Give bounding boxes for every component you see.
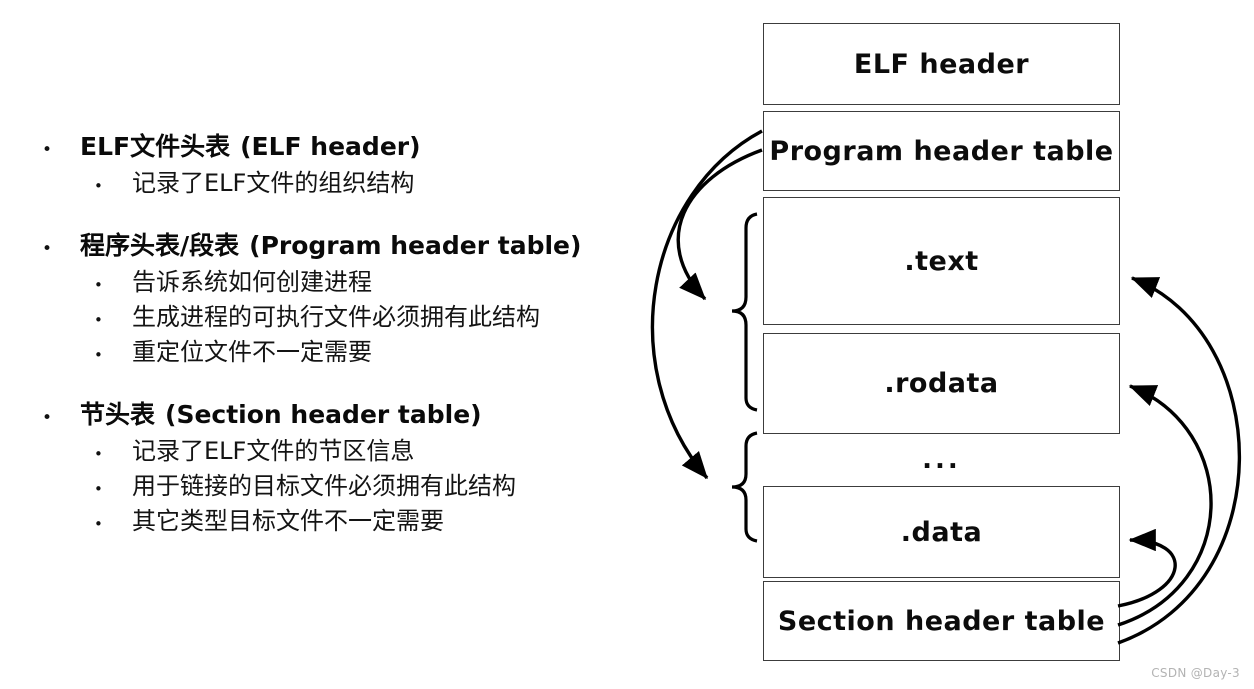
brace-dots-data [731,431,758,543]
bullet-icon: • [94,346,103,364]
bullet-sub-item: • 记录了ELF文件的节区信息 [94,435,682,470]
bullet-icon: • [42,408,53,428]
bullet-title-en: (Program header table) [249,231,582,260]
arrow-section-header-to-data [1117,528,1177,608]
bullet-sub-text: 其它类型目标文件不一定需要 [132,507,444,535]
section-header-table-box: Section header table [763,581,1120,661]
bullet-group-elf-header: • ELF文件头表 (ELF header) • 记录了ELF文件的组织结构 [42,130,682,202]
bullet-icon: • [94,445,103,463]
data-section-box: .data [763,486,1120,578]
arrow-section-header-to-rodata [1117,384,1213,627]
bullet-title: • 程序头表/段表 (Program header table) [42,229,682,266]
bullet-icon: • [42,239,53,259]
bullet-title: • 节头表 (Section header table) [42,398,682,435]
notes-panel: • ELF文件头表 (ELF header) • 记录了ELF文件的组织结构 •… [42,130,682,567]
bullet-icon: • [94,311,103,329]
bullet-sub-item: • 告诉系统如何创建进程 [94,266,682,301]
bullet-sub-item: • 用于链接的目标文件必须拥有此结构 [94,470,682,505]
watermark: CSDN @Day-3 [1151,666,1240,680]
bullet-group-section-header-table: • 节头表 (Section header table) • 记录了ELF文件的… [42,398,682,540]
bullet-sub-text: 记录了ELF文件的组织结构 [132,169,415,197]
bullet-sub-item: • 记录了ELF文件的组织结构 [94,167,682,202]
bullet-sub-text: 生成进程的可执行文件必须拥有此结构 [132,303,540,331]
bullet-sub-text: 记录了ELF文件的节区信息 [132,437,415,465]
bullet-icon: • [94,480,103,498]
brace-text-rodata [731,212,758,412]
bullet-sub-text: 重定位文件不一定需要 [132,338,372,366]
bullet-title-zh: 程序头表/段表 [80,231,240,260]
ellipsis-sections: ... [922,445,961,475]
bullet-sub-text: 用于链接的目标文件必须拥有此结构 [132,472,516,500]
bullet-title: • ELF文件头表 (ELF header) [42,130,682,167]
bullet-sub-text: 告诉系统如何创建进程 [132,268,372,296]
arrow-program-header-to-text-group [676,148,763,301]
elf-header-box: ELF header [763,23,1120,105]
bullet-icon: • [42,140,53,160]
bullet-icon: • [94,515,103,533]
text-section-box: .text [763,197,1120,325]
bullet-title-en: (Section header table) [165,400,482,429]
bullet-icon: • [94,276,103,294]
bullet-title-en: (ELF header) [240,132,421,161]
arrow-section-header-to-text [1117,276,1242,645]
bullet-sub-item: • 其它类型目标文件不一定需要 [94,505,682,540]
bullet-group-program-header-table: • 程序头表/段表 (Program header table) • 告诉系统如… [42,229,682,371]
bullet-icon: • [94,177,103,195]
bullet-title-zh: ELF文件头表 [80,132,231,161]
bullet-sub-item: • 生成进程的可执行文件必须拥有此结构 [94,301,682,336]
rodata-section-box: .rodata [763,333,1120,434]
bullet-sub-item: • 重定位文件不一定需要 [94,336,682,371]
program-header-table-box: Program header table [763,111,1120,191]
bullet-title-zh: 节头表 [80,400,156,429]
